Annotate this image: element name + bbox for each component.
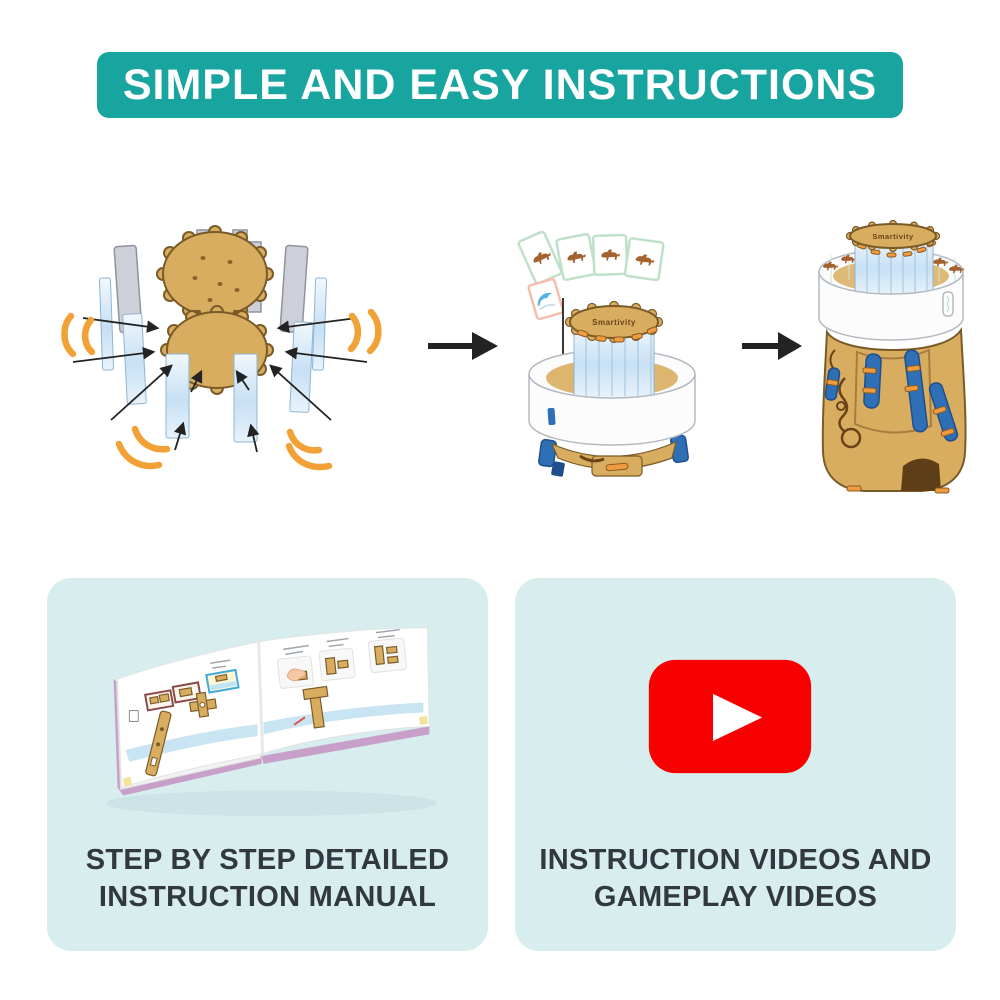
videos-caption: INSTRUCTION VIDEOS AND GAMEPLAY VIDEOS — [515, 842, 956, 916]
white-outer-ring — [528, 373, 696, 446]
dolphin-card — [527, 278, 565, 321]
manual-caption-line2: INSTRUCTION MANUAL — [98, 881, 437, 913]
videos-caption-line2: GAMEPLAY VIDEOS — [593, 881, 878, 913]
right-arrow-icon — [742, 332, 802, 360]
videos-caption-line1: INSTRUCTION VIDEOS AND — [539, 844, 932, 876]
white-outer-ring — [818, 271, 964, 341]
orange-clips — [826, 364, 955, 494]
assembly-arrow-icons — [72, 317, 368, 453]
orange-tabs — [577, 326, 658, 343]
instruction-manual-illustration — [105, 627, 438, 817]
banner-title: SIMPLE AND EASY INSTRUCTIONS — [122, 60, 878, 109]
brand-label: Smartivity — [872, 232, 914, 241]
right-arrow-icon — [428, 332, 498, 360]
banner: SIMPLE AND EASY INSTRUCTIONS — [97, 52, 903, 118]
ring-handle-slot — [942, 291, 954, 317]
step1-exploded-parts-illustration — [61, 225, 382, 471]
left-page-diagrams — [128, 659, 240, 777]
drum-base — [538, 434, 689, 477]
right-page-diagrams — [122, 628, 428, 787]
gear-disc-top: Smartivity — [564, 300, 664, 344]
animation-film-strip — [517, 230, 665, 321]
videos-card: INSTRUCTION VIDEOS AND GAMEPLAY VIDEOS — [515, 578, 956, 951]
step2-film-strip-illustration: Smartivity — [517, 230, 696, 477]
play-triangle-icon — [713, 693, 763, 742]
brand-label: Smartivity — [592, 318, 636, 327]
tower-base — [821, 326, 967, 494]
manual-caption-line1: STEP BY STEP DETAILED — [85, 844, 450, 876]
youtube-play-icon — [648, 659, 812, 774]
gear-disc-top: Smartivity — [845, 219, 941, 253]
manual-card: STEP BY STEP DETAILED INSTRUCTION MANUAL — [47, 578, 488, 951]
drum-assembly: Smartivity — [528, 300, 696, 477]
motion-lines-icon — [61, 308, 382, 471]
manual-caption: STEP BY STEP DETAILED INSTRUCTION MANUAL — [47, 842, 488, 916]
step3-assembled-tower-illustration: Smartivity — [818, 219, 967, 494]
ring-slot — [547, 407, 556, 426]
